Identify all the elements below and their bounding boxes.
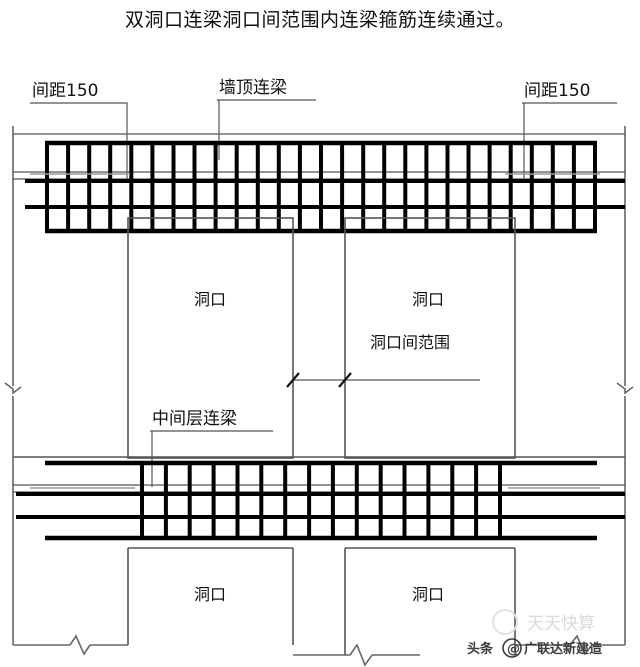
watermark-account-label: 广联达新建造 bbox=[524, 641, 603, 657]
top-beam-label: 墙顶连梁 bbox=[219, 78, 287, 98]
between-openings-dimension: 洞口间范围 bbox=[286, 333, 480, 388]
watermark-logo-icon bbox=[492, 609, 518, 635]
top-coupling-beam bbox=[13, 133, 625, 234]
leader-spacing-left: 间距150 bbox=[30, 81, 128, 180]
opening-upper-left-outline bbox=[127, 217, 294, 459]
middle-beam-label: 中间层连梁 bbox=[152, 409, 237, 429]
bottom-break-symbols bbox=[13, 634, 625, 667]
spacing-right-label: 间距150 bbox=[524, 81, 590, 101]
wall-break-symbol bbox=[4, 382, 634, 395]
dimension-tick-right bbox=[338, 372, 352, 388]
opening-lower-left-label: 洞口 bbox=[194, 585, 226, 604]
drawing-title: 双洞口连梁洞口间范围内连梁箍筋连续通过。 bbox=[125, 9, 515, 31]
middle-coupling-beam bbox=[13, 456, 625, 541]
leader-middle-beam: 中间层连梁 bbox=[150, 409, 273, 487]
dimension-tick-left bbox=[286, 372, 300, 388]
opening-lower-right-label: 洞口 bbox=[412, 585, 444, 604]
watermark-faint-brand: 天天快算 bbox=[527, 614, 595, 634]
watermark-at-label: @ bbox=[507, 642, 520, 657]
watermark-account: 头条 @ 广联达新建造 bbox=[467, 638, 603, 658]
leader-top-beam: 墙顶连梁 bbox=[217, 78, 316, 160]
middle-beam-stirrup-group bbox=[140, 463, 502, 538]
watermark-faint: 天天快算 bbox=[492, 609, 595, 635]
top-beam-stirrup-group bbox=[45, 143, 597, 231]
lower-openings: 洞口 洞口 bbox=[127, 547, 516, 655]
opening-upper-right-label: 洞口 bbox=[412, 290, 444, 309]
opening-upper-right-outline bbox=[344, 217, 516, 459]
at-sign-icon bbox=[502, 638, 522, 658]
spacing-left-label: 间距150 bbox=[32, 81, 98, 101]
opening-upper-left-label: 洞口 bbox=[194, 290, 226, 309]
between-openings-label: 洞口间范围 bbox=[370, 333, 450, 352]
leader-spacing-right: 间距150 bbox=[522, 81, 617, 180]
watermark-headline-label: 头条 bbox=[467, 641, 494, 657]
wall-outline bbox=[12, 126, 626, 645]
upper-openings: 洞口 洞口 bbox=[127, 217, 516, 459]
spacing-left-leader-line bbox=[30, 102, 128, 180]
